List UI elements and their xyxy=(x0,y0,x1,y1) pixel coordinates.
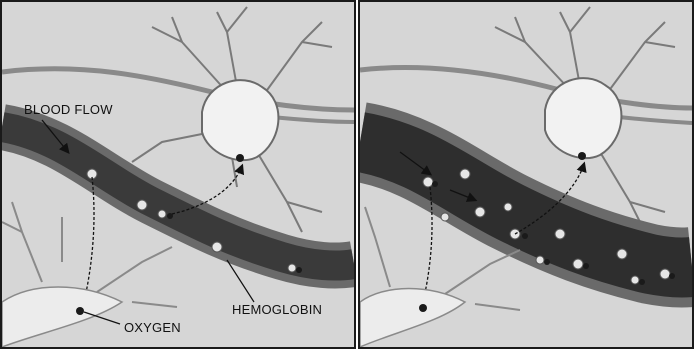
label-blood-flow: BLOOD FLOW xyxy=(24,102,113,117)
oxygen-molecule xyxy=(578,152,586,160)
oxygen-molecule xyxy=(236,154,244,162)
diagram-panel-right xyxy=(358,0,694,349)
neuron-blood-flow-illustration-left xyxy=(2,2,354,347)
oxygen-molecule xyxy=(76,307,84,315)
label-oxygen: OXYGEN xyxy=(124,320,181,335)
oxygen-molecule xyxy=(419,304,427,312)
neuron-cell-body xyxy=(545,78,621,158)
neuron-blood-flow-illustration-right xyxy=(360,2,692,347)
label-hemoglobin: HEMOGLOBIN xyxy=(232,302,322,317)
neuron-cell-body xyxy=(202,80,278,160)
diagram-panel-left: BLOOD FLOW HEMOGLOBIN OXYGEN xyxy=(0,0,356,349)
